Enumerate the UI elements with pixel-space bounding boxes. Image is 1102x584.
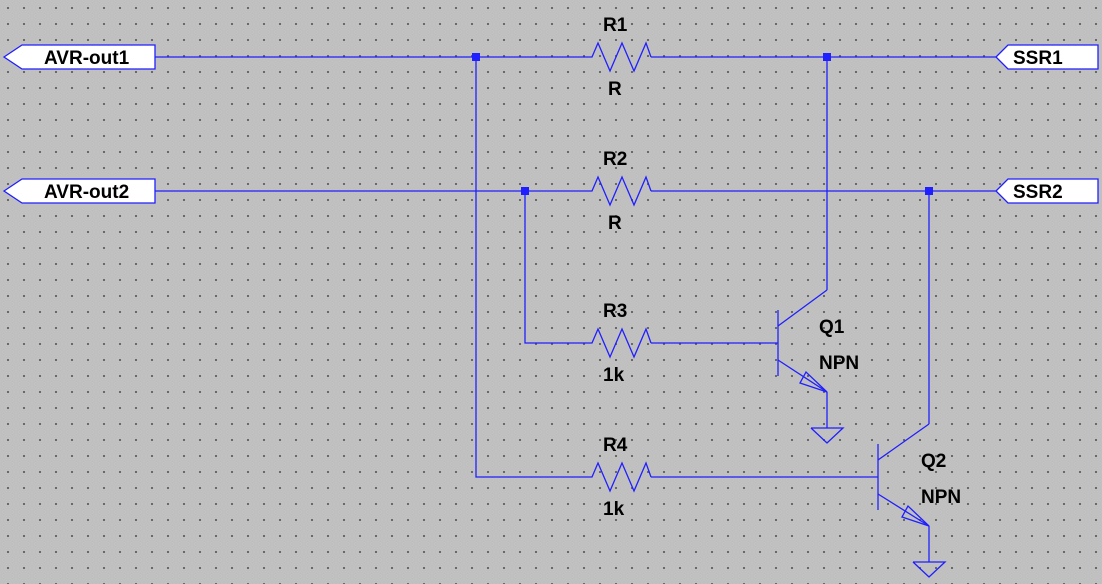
- transistor-q1-ref: Q1: [819, 317, 845, 338]
- resistor-r4-value: 1k: [603, 499, 625, 520]
- resistor-r3-ref: R3: [603, 301, 627, 322]
- wire-node1-r4[interactable]: [475, 57, 584, 478]
- junction-ssr2: [925, 187, 933, 195]
- transistor-q2-type: NPN: [921, 487, 961, 508]
- port-avr-out2[interactable]: AVR-out2: [2, 178, 156, 204]
- resistor-r2-value: R: [608, 213, 622, 234]
- ground-q2-icon: [912, 561, 947, 578]
- resistor-r2-icon: [584, 175, 652, 207]
- ground-q1-icon: [810, 427, 845, 444]
- resistor-r4-ref: R4: [603, 435, 628, 456]
- transistor-q1-type: NPN: [819, 353, 859, 374]
- transistor-q2-ref: Q2: [921, 451, 946, 472]
- resistor-r1-value: R: [608, 79, 622, 100]
- transistor-q2[interactable]: Q2 NPN: [877, 423, 961, 578]
- transistor-q1[interactable]: Q1 NPN: [777, 289, 859, 444]
- port-ssr2-label: SSR2: [1013, 182, 1063, 203]
- npn-transistor-q1-icon: [777, 289, 828, 428]
- resistor-r1-icon: [584, 41, 652, 73]
- port-avr-out1-label: AVR-out1: [44, 48, 130, 69]
- npn-transistor-q2-icon: [877, 423, 930, 562]
- port-ssr2[interactable]: SSR2: [995, 178, 1099, 204]
- resistor-r4-icon: [584, 461, 652, 493]
- wire-node2-r3[interactable]: [524, 191, 584, 344]
- resistor-r2-ref: R2: [603, 149, 627, 170]
- port-ssr1[interactable]: SSR1: [995, 44, 1099, 70]
- port-ssr1-label: SSR1: [1013, 48, 1063, 69]
- junction-ssr1: [823, 53, 831, 61]
- resistor-r3[interactable]: R3 1k: [584, 301, 652, 386]
- resistor-r3-icon: [584, 327, 652, 359]
- resistor-r2[interactable]: R2 R: [584, 149, 652, 234]
- port-avr-out1[interactable]: AVR-out1: [2, 44, 156, 70]
- junction-avr2: [521, 187, 529, 195]
- resistor-r4[interactable]: R4 1k: [584, 435, 652, 520]
- port-avr-out2-label: AVR-out2: [44, 182, 129, 203]
- resistor-r3-value: 1k: [603, 365, 625, 386]
- wires: [155, 56, 996, 478]
- resistor-r1[interactable]: R1 R: [584, 15, 652, 100]
- resistor-r1-ref: R1: [603, 15, 628, 36]
- junction-avr1: [472, 53, 480, 61]
